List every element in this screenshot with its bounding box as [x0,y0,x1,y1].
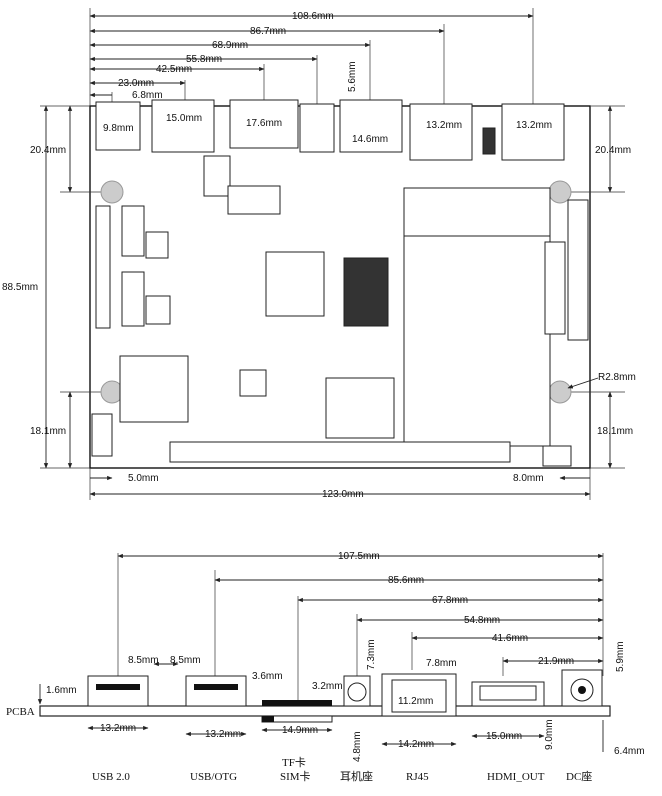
connector-e [567,199,589,341]
usb20-side [87,675,149,707]
ram-chip [325,377,395,439]
usbotg-side [185,675,247,707]
dim-13-2b: 13.2mm [205,729,241,740]
dim-20-4-left: 20.4mm [30,145,66,156]
dim-9-0: 9.0mm [544,719,555,750]
dim-5-6: 5.6mm [347,61,358,92]
usbotg-tongue [194,684,238,690]
component-b [145,295,171,325]
qfn-chip [119,355,189,423]
usb-connector-1 [95,101,141,151]
dim-3-6: 3.6mm [252,671,283,682]
connector-d [91,413,113,457]
tf-side [262,700,332,706]
caption-hdmi: HDMI_OUT [487,771,545,783]
dim-41-6: 41.6mm [492,633,528,644]
dim-23-0: 23.0mm [118,78,154,89]
dim-r2-8: R2.8mm [598,372,636,383]
component-a [145,231,169,259]
dim-5-9: 5.9mm [615,641,626,672]
dim-5-0: 5.0mm [128,473,159,484]
dim-54-8: 54.8mm [464,615,500,626]
usb-connector-2 [151,99,215,153]
dim-13-2b: 13.2mm [516,120,552,131]
pin-header-left [95,205,111,329]
connector-f [544,241,566,335]
module-header [403,187,551,237]
dim-67-8: 67.8mm [432,595,468,606]
small-chip [239,369,267,397]
bga-left [265,251,325,317]
hole-top-left [100,180,124,204]
audio-jack [299,103,335,153]
dim-123-0: 123.0mm [322,489,364,500]
soc [343,257,389,327]
dim-20-4-right: 20.4mm [595,145,631,156]
dim-1-6: 1.6mm [46,685,77,696]
usb20-tongue [96,684,140,690]
dim-86-7: 86.7mm [250,26,286,37]
dim-68-9: 68.9mm [212,40,248,51]
pcb-side [39,705,611,717]
dim-85-6: 85.6mm [388,575,424,586]
caption-usbotg: USB/OTG [190,771,237,783]
dim-17-6: 17.6mm [246,118,282,129]
dim-6-4: 6.4mm [614,746,645,757]
dim-8-0: 8.0mm [513,473,544,484]
connector-b [121,271,145,327]
dim-3-2: 3.2mm [312,681,343,692]
caption-rj45: RJ45 [406,771,429,783]
dim-8-5a: 8.5mm [128,655,159,666]
dim-18-1-right: 18.1mm [597,426,633,437]
caption-earphone: 耳机座 [340,769,373,783]
caption-tf: TF卡 [282,756,306,769]
dim-4-8: 4.8mm [352,731,363,762]
dim-15-0: 15.0mm [166,113,202,124]
tf-slot [229,99,299,149]
dim-14-2: 14.2mm [398,739,434,750]
dim-15-0: 15.0mm [486,731,522,742]
dim-11-2: 11.2mm [398,696,433,707]
dim-13-2a: 13.2mm [100,723,136,734]
dim-7-3: 7.3mm [366,639,377,670]
dim-6-8: 6.8mm [132,90,163,101]
caption-sim: SIM卡 [280,770,311,783]
caption-dc: DC座 [566,769,592,783]
connector-a [121,205,145,257]
dim-21-9: 21.9mm [538,656,574,667]
dim-7-8: 7.8mm [426,658,457,669]
dim-107-5: 107.5mm [338,551,380,562]
dim-13-2a: 13.2mm [426,120,462,131]
switch [482,127,496,155]
dim-18-1-left: 18.1mm [30,426,66,437]
dim-14-6: 14.6mm [352,134,388,145]
hdmi-top [409,103,473,161]
dim-88-5: 88.5mm [2,282,38,293]
top-view: 108.6mm 86.7mm 68.9mm 55.8mm 42.5mm 23.0… [2,8,636,500]
dc-top [501,103,565,161]
bottom-right-part [542,445,572,467]
bottom-connectors [169,441,511,463]
dim-42-5: 42.5mm [156,64,192,75]
dim-55-8: 55.8mm [186,54,222,65]
component-c [227,185,281,215]
hole-bottom-right [548,380,572,404]
rj45-top [339,99,403,153]
caption-usb20: USB 2.0 [92,771,130,783]
side-view: PCBA 107.5mm 85.6mm 67.8mm 54.8mm 41.6mm… [6,551,645,783]
dim-108-6: 108.6mm [292,11,334,22]
pcba-label: PCBA [6,706,35,718]
dim-9-8: 9.8mm [103,123,134,134]
dim-14-9: 14.9mm [282,725,318,736]
module-area [403,235,551,447]
dim-8-5b: 8.5mm [170,655,201,666]
connector-c [203,155,231,197]
